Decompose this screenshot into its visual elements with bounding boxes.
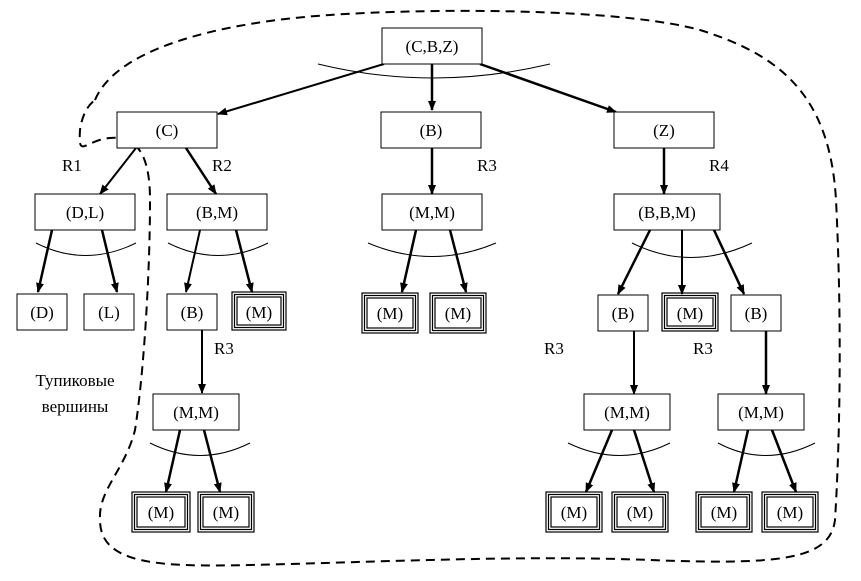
arc-mm-mid bbox=[367, 242, 497, 257]
edge-bbm-b1 bbox=[616, 229, 652, 295]
node-b-top: (B) bbox=[420, 121, 443, 140]
node-m-l2: (M) bbox=[213, 503, 239, 522]
node-b-left: (B) bbox=[181, 303, 204, 322]
node-z-box bbox=[613, 111, 715, 149]
caption-line-1: Тупиковые bbox=[35, 371, 115, 390]
terminal-m-r1b bbox=[611, 491, 669, 533]
regular-nodes bbox=[16, 27, 805, 431]
edge-mm-r2-m2 bbox=[770, 429, 798, 493]
node-z: (Z) bbox=[653, 121, 675, 140]
arc-mm-r2 bbox=[717, 442, 816, 456]
edge-bbm-b2 bbox=[712, 229, 746, 295]
edges bbox=[36, 62, 798, 493]
edge-dl-l bbox=[100, 229, 119, 293]
node-dl: (D,L) bbox=[66, 203, 104, 222]
rule-labels: R1 R2 R3 R4 R3 R3 R3 bbox=[62, 156, 729, 358]
edge-mm-left-m1 bbox=[164, 429, 182, 493]
node-c-box bbox=[116, 111, 218, 149]
edge-root-z bbox=[479, 62, 617, 114]
node-mm-r2: (M,M) bbox=[738, 403, 784, 422]
dead-end-vertices-caption: Тупиковые вершины bbox=[14, 368, 136, 420]
arc-mm-left bbox=[149, 442, 251, 456]
edge-mm-m1 bbox=[400, 229, 418, 293]
node-b-top-box bbox=[380, 111, 482, 149]
node-m-r2b: (M) bbox=[777, 503, 803, 522]
terminal-m-l1 bbox=[131, 491, 191, 533]
edge-mm-left-m2 bbox=[202, 429, 222, 493]
node-d: (D) bbox=[30, 303, 54, 322]
node-b-right1: (B) bbox=[612, 304, 635, 323]
terminal-m-r2b bbox=[761, 491, 819, 533]
node-l-box bbox=[83, 293, 135, 331]
edge-c-bm bbox=[184, 147, 218, 195]
node-mm-mid-box bbox=[381, 193, 483, 231]
node-bbm-box bbox=[613, 193, 721, 231]
node-m-r1b: (M) bbox=[627, 503, 653, 522]
edge-mm-r2-m1 bbox=[732, 429, 750, 493]
terminal-m-bbm bbox=[661, 292, 719, 332]
node-labels: (C,B,Z) (C) (B) (Z) (D,L) (B,M) (M,M) (B… bbox=[30, 37, 803, 522]
edge-bm-b bbox=[184, 229, 201, 293]
edge-root-c bbox=[217, 63, 385, 116]
node-mm-left: (M,M) bbox=[173, 403, 219, 422]
terminal-m-r2a bbox=[695, 491, 753, 533]
branch-arcs bbox=[35, 63, 816, 456]
edge-mm-r1-m2 bbox=[632, 429, 656, 493]
node-d-box bbox=[16, 293, 68, 331]
dashed-boundary bbox=[78, 9, 841, 567]
node-b-right2: (B) bbox=[745, 304, 768, 323]
node-bbm: (B,B,M) bbox=[638, 203, 696, 222]
node-m-bm: (M) bbox=[246, 303, 272, 322]
node-m-mid2: (M) bbox=[445, 304, 471, 323]
node-root-box bbox=[381, 27, 483, 65]
node-m-mid1: (M) bbox=[377, 304, 403, 323]
edge-mm-r1-m1 bbox=[584, 429, 614, 493]
arc-bm bbox=[167, 242, 269, 256]
edge-bm-m bbox=[234, 229, 254, 293]
node-mm-r1: (M,M) bbox=[604, 403, 650, 422]
node-root: (C,B,Z) bbox=[406, 37, 459, 56]
node-m-bbm: (M) bbox=[677, 304, 703, 323]
node-b-left-box bbox=[166, 293, 218, 331]
node-c: (C) bbox=[156, 121, 179, 140]
terminal-m-bm bbox=[231, 291, 287, 331]
node-m-r2a: (M) bbox=[711, 503, 737, 522]
node-m-l1: (M) bbox=[148, 503, 174, 522]
caption-line-2: вершины bbox=[41, 397, 109, 416]
node-mm-r1-box bbox=[583, 393, 671, 431]
edge-mm-m2 bbox=[448, 229, 468, 293]
rule-label-r2: R2 bbox=[212, 156, 232, 175]
terminal-m-mid2 bbox=[429, 292, 487, 334]
node-b-right2-box bbox=[730, 294, 782, 332]
rule-label-r3-mid: R3 bbox=[477, 156, 497, 175]
arc-bbm bbox=[631, 242, 753, 258]
arc-dl bbox=[35, 242, 137, 256]
node-mm-mid: (M,M) bbox=[409, 203, 455, 222]
edge-c-dl bbox=[99, 147, 137, 195]
node-mm-left-box bbox=[152, 393, 240, 431]
node-l: (L) bbox=[98, 303, 120, 322]
node-mm-r2-box bbox=[717, 393, 805, 431]
node-dl-box bbox=[34, 193, 136, 231]
node-b-right1-box bbox=[597, 294, 649, 332]
rule-label-r3-right2: R3 bbox=[693, 339, 713, 358]
terminal-m-l2 bbox=[197, 491, 255, 533]
rule-label-r3-right1: R3 bbox=[544, 339, 564, 358]
terminal-m-r1a bbox=[545, 491, 603, 533]
arc-mm-r1 bbox=[567, 442, 671, 456]
rule-label-r4: R4 bbox=[709, 156, 729, 175]
edge-dl-d bbox=[36, 229, 54, 293]
node-bm: (B,M) bbox=[196, 203, 238, 222]
rule-label-r3-left: R3 bbox=[214, 339, 234, 358]
node-bm-box bbox=[166, 193, 268, 231]
terminal-m-mid1 bbox=[361, 292, 419, 334]
node-m-r1a: (M) bbox=[561, 503, 587, 522]
terminal-nodes bbox=[131, 291, 819, 533]
rule-label-r1: R1 bbox=[62, 156, 82, 175]
